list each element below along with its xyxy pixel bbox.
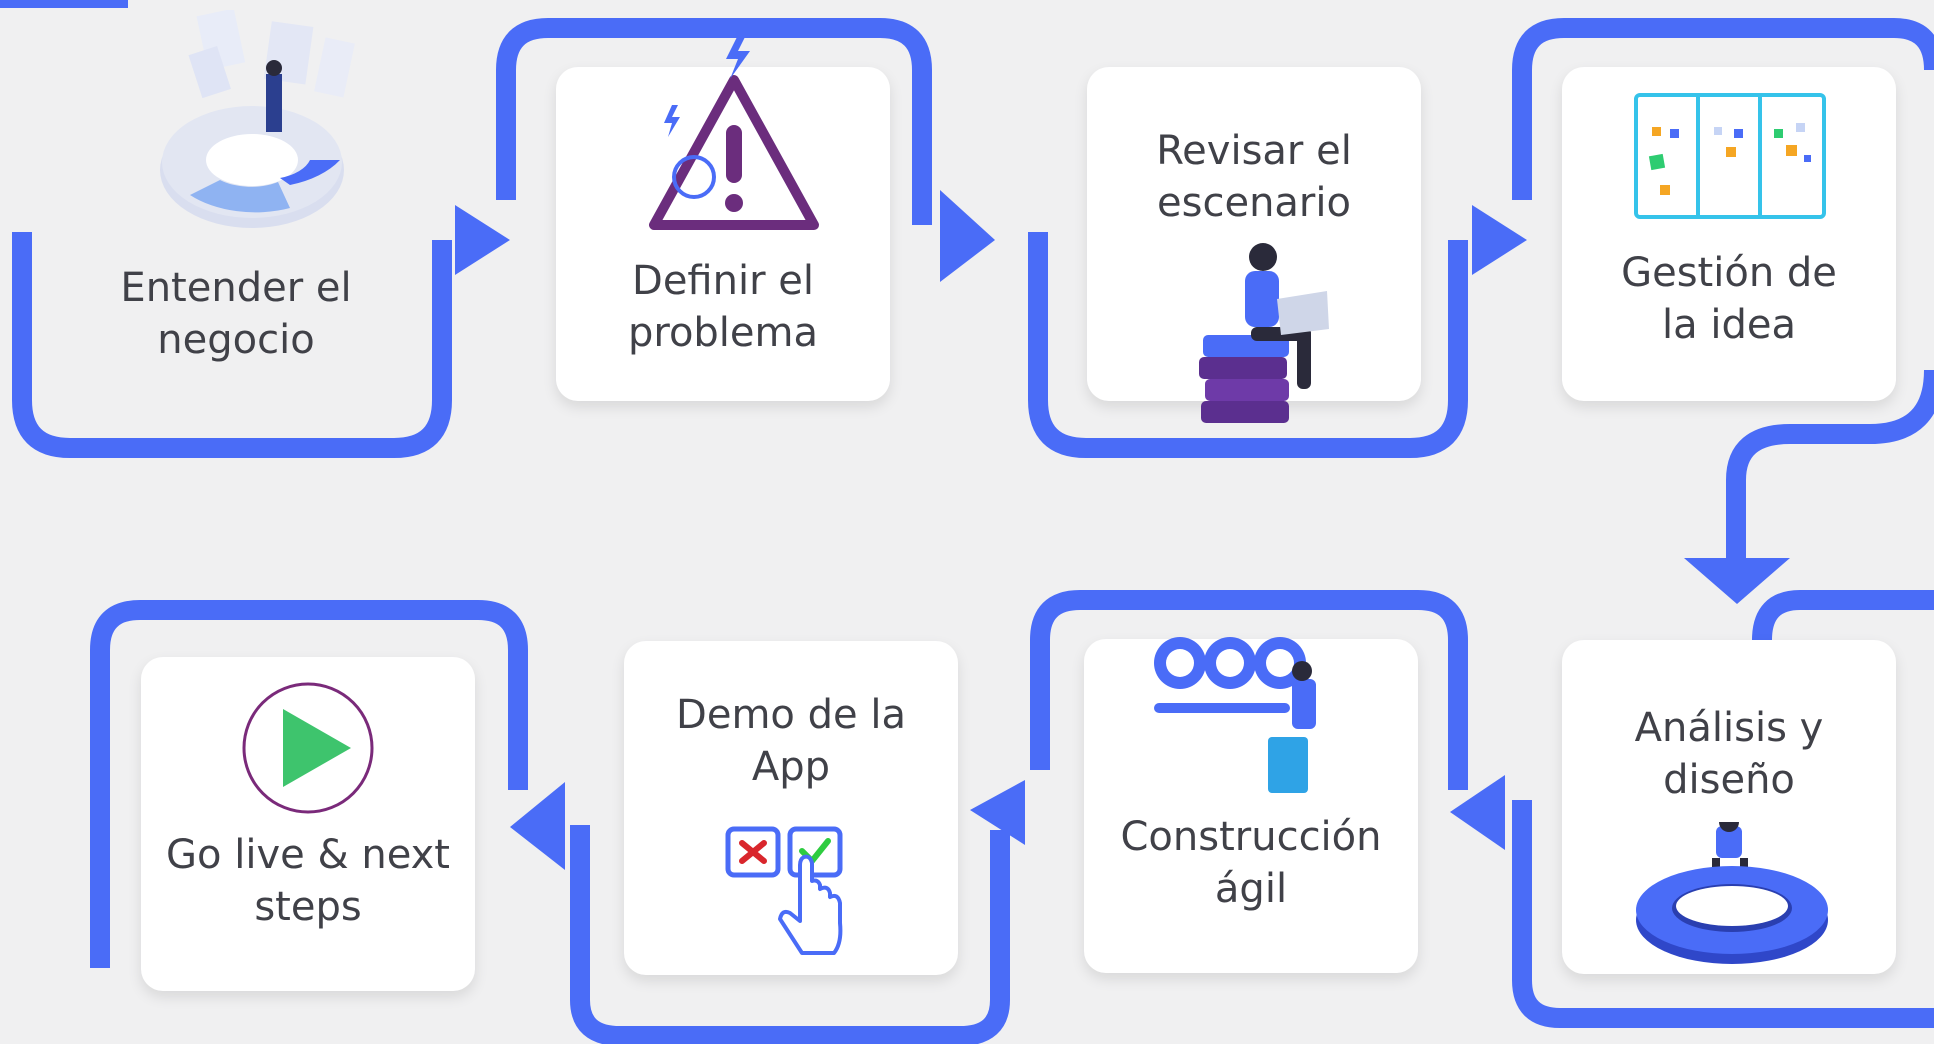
person-reading-laptop-illustration [1197,239,1337,439]
step-5-card: Análisis y diseño [1562,640,1896,974]
step-8-card: Go live & next steps [141,657,475,991]
step-1-label: Entender el negocio [120,265,352,363]
business-analysis-illustration [150,8,360,235]
step-2-label: Definir el problema [627,258,819,356]
arrow-1-to-2 [455,205,510,275]
step-3-card: Revisar el escenario [1087,67,1421,423]
kanban-board-illustration [1634,93,1826,219]
warning-problem-illustration [634,35,834,235]
gear-person-illustration [1632,812,1832,972]
top-accent-tab [0,0,128,8]
step-8-label: Go live & next steps [166,832,450,930]
step-7-label: Demo de la App [676,692,906,790]
step-4-label: Gestión de la idea [1621,250,1837,348]
connector-step-2 [496,18,932,225]
arrow-2-to-3 [940,190,995,282]
connector-step-7 [570,825,1010,1044]
step-4-card: Gestión de la idea [1562,67,1896,401]
connector-step-6 [1030,590,1468,790]
connector-step-1 [12,232,452,458]
connector-step-5 [1752,590,1934,641]
checkbox-selection-illustration [724,823,864,963]
step-6-card: Construcción ágil [1084,637,1418,973]
step-3-label: Revisar el escenario [1156,128,1352,226]
arrow-6-to-7 [970,780,1025,845]
gears-progress-illustration [1152,635,1352,795]
step-2-card: Definir el problema [556,35,890,401]
arrow-4-to-5 [1684,558,1790,604]
step-7-card: Demo de la App [624,641,958,975]
connector-step-4 [1512,18,1934,200]
connector-step-3 [1028,232,1468,458]
step-5-label: Análisis y diseño [1634,705,1824,803]
arrow-5-to-6 [1450,775,1505,850]
connector-step-8 [90,600,528,968]
arrow-3-to-4 [1472,205,1527,275]
step-6-label: Construcción ágil [1120,814,1382,912]
connector-step-4-down [1726,369,1934,570]
connector-step-5-bottom [1512,800,1934,1028]
arrow-7-to-8 [510,782,565,870]
play-button-icon [241,681,375,815]
